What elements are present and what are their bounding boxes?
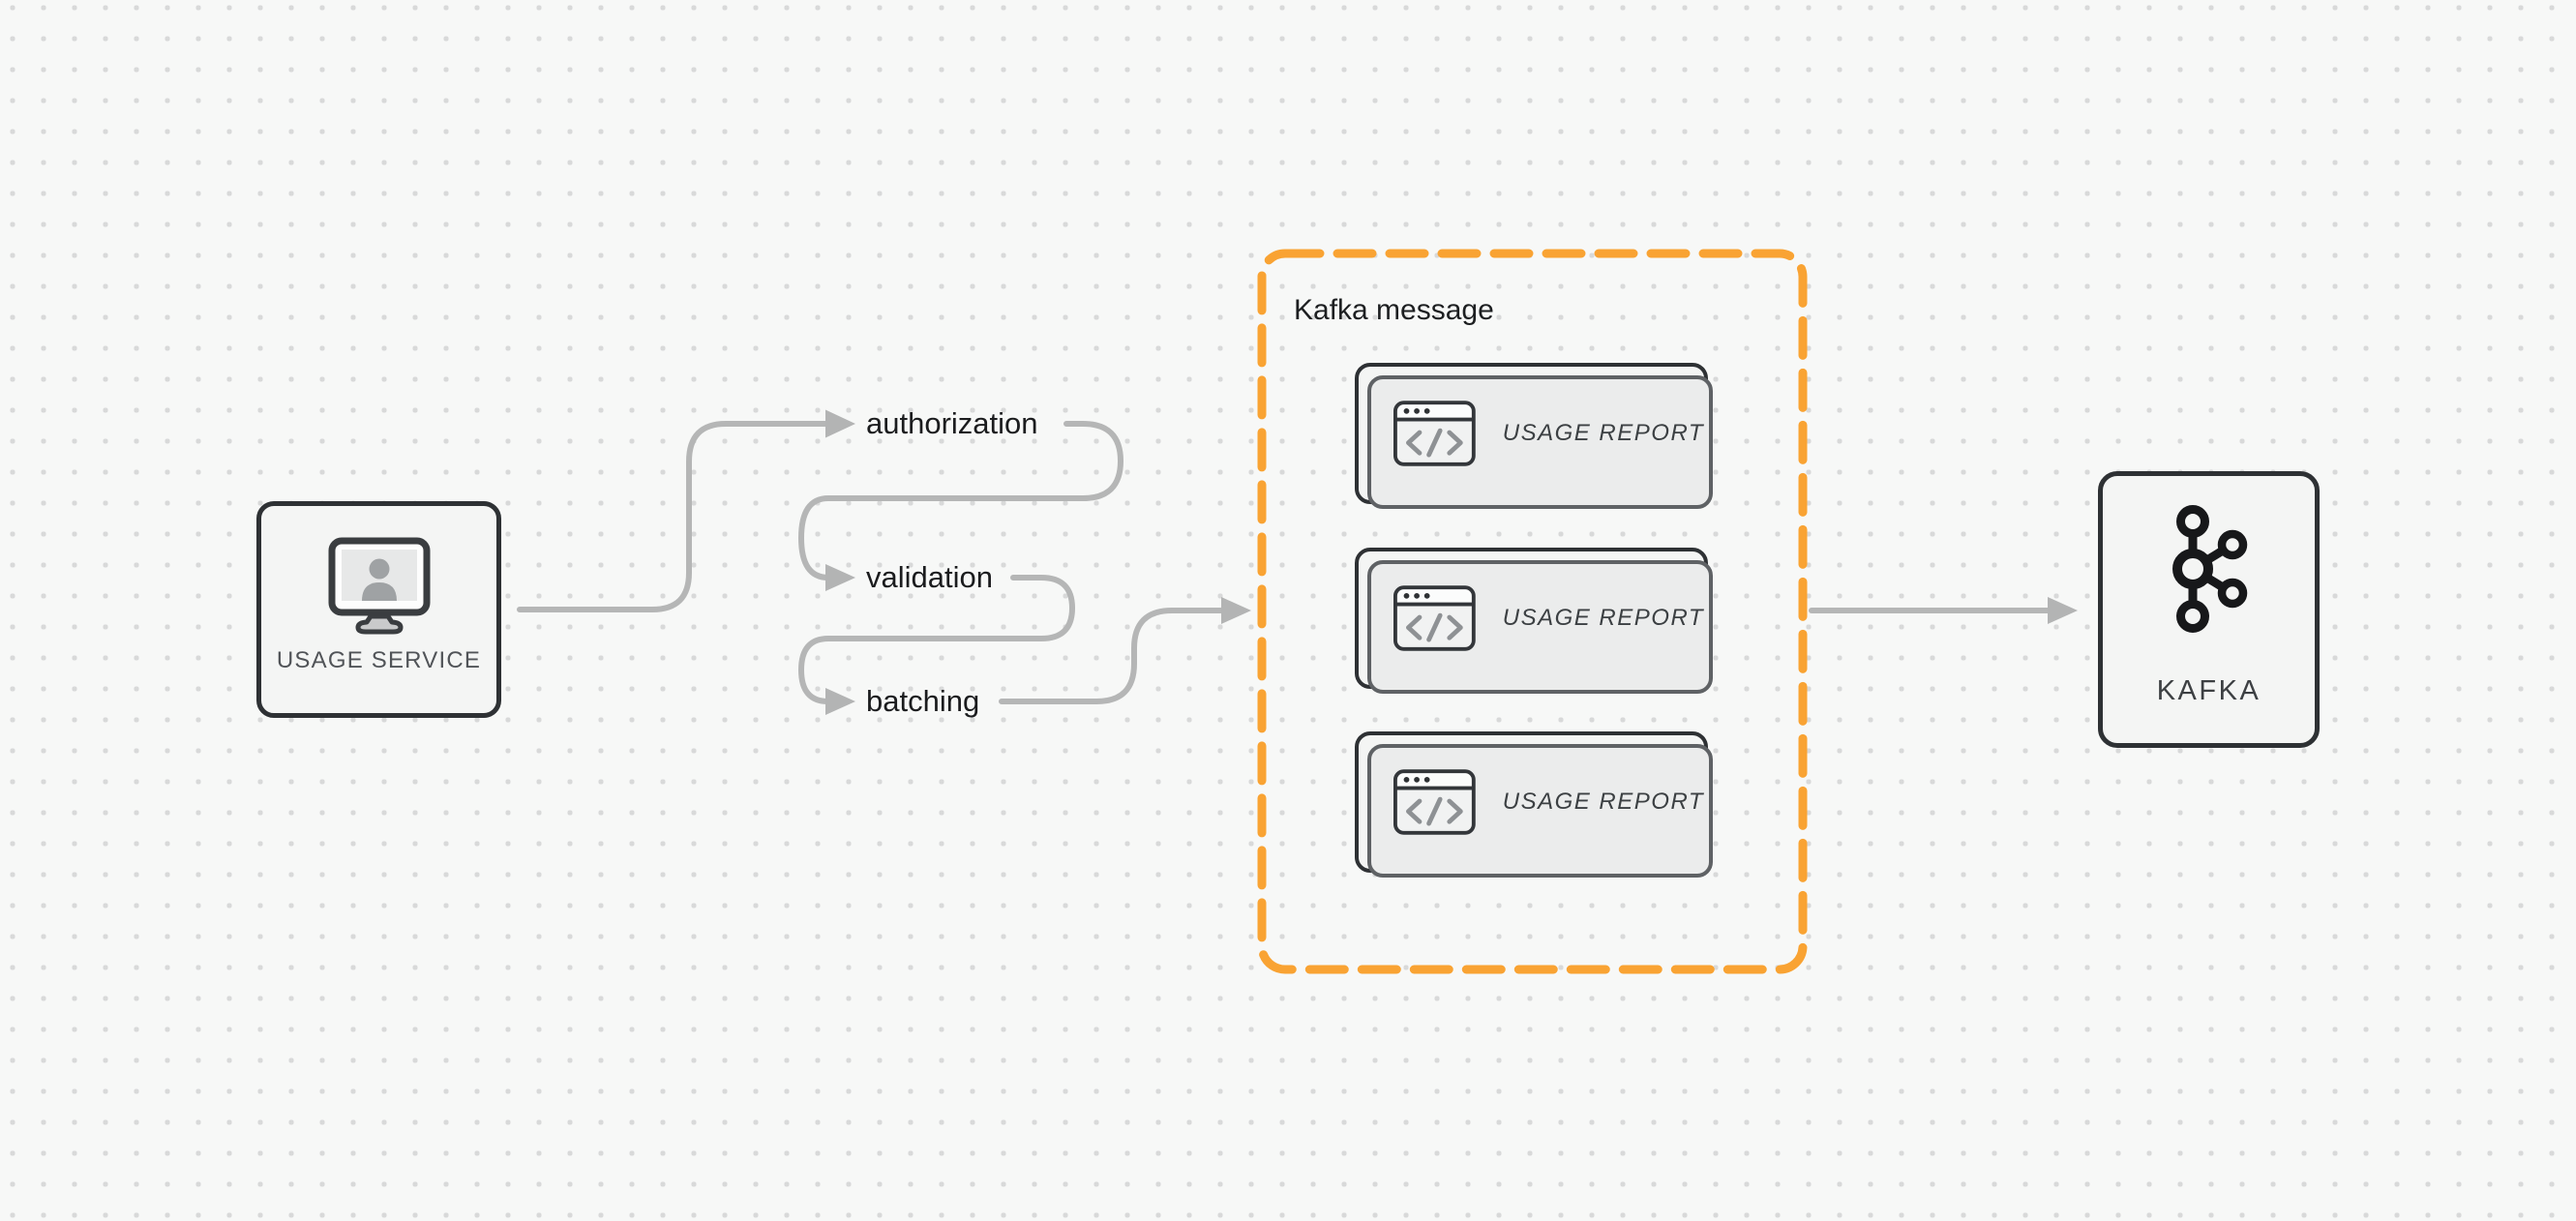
arrowhead-validation xyxy=(825,564,855,591)
wire-service-to-authorization xyxy=(517,421,828,612)
kafka-message-group-title: Kafka message xyxy=(1294,294,1494,326)
flow-step-batching: batching xyxy=(866,684,980,718)
code-window-icon xyxy=(1393,401,1476,466)
usage-report-card: USAGE REPORT xyxy=(1355,363,1713,509)
flow-step-authorization: authorization xyxy=(866,406,1038,440)
wire-validation-to-batching xyxy=(798,575,1075,704)
arrowhead-authorization xyxy=(825,409,855,438)
kafka-node: KAFKA xyxy=(2098,471,2320,748)
kafka-message-boundary xyxy=(1257,249,1808,974)
usage-report-label: USAGE REPORT xyxy=(1502,420,1704,446)
wire-authorization-to-validation xyxy=(798,421,1123,581)
usage-service-label: USAGE SERVICE xyxy=(276,647,482,673)
flow-step-validation: validation xyxy=(866,560,993,594)
usage-service-node: USAGE SERVICE xyxy=(256,501,501,718)
arrowhead-into-kafka-message xyxy=(1221,597,1251,624)
monitor-user-icon xyxy=(328,537,430,635)
arrowhead-into-kafka xyxy=(2048,597,2078,624)
kafka-label: KAFKA xyxy=(2156,675,2261,706)
wire-batching-to-kafka-message xyxy=(999,608,1224,704)
kafka-logo-icon xyxy=(2172,505,2247,633)
code-window-icon xyxy=(1393,585,1476,651)
code-window-icon xyxy=(1393,769,1476,835)
usage-report-label: USAGE REPORT xyxy=(1502,789,1704,815)
usage-report-card: USAGE REPORT xyxy=(1355,731,1713,878)
usage-report-card: USAGE REPORT xyxy=(1355,548,1713,694)
usage-report-label: USAGE REPORT xyxy=(1502,605,1704,631)
arrowhead-batching xyxy=(825,688,855,715)
